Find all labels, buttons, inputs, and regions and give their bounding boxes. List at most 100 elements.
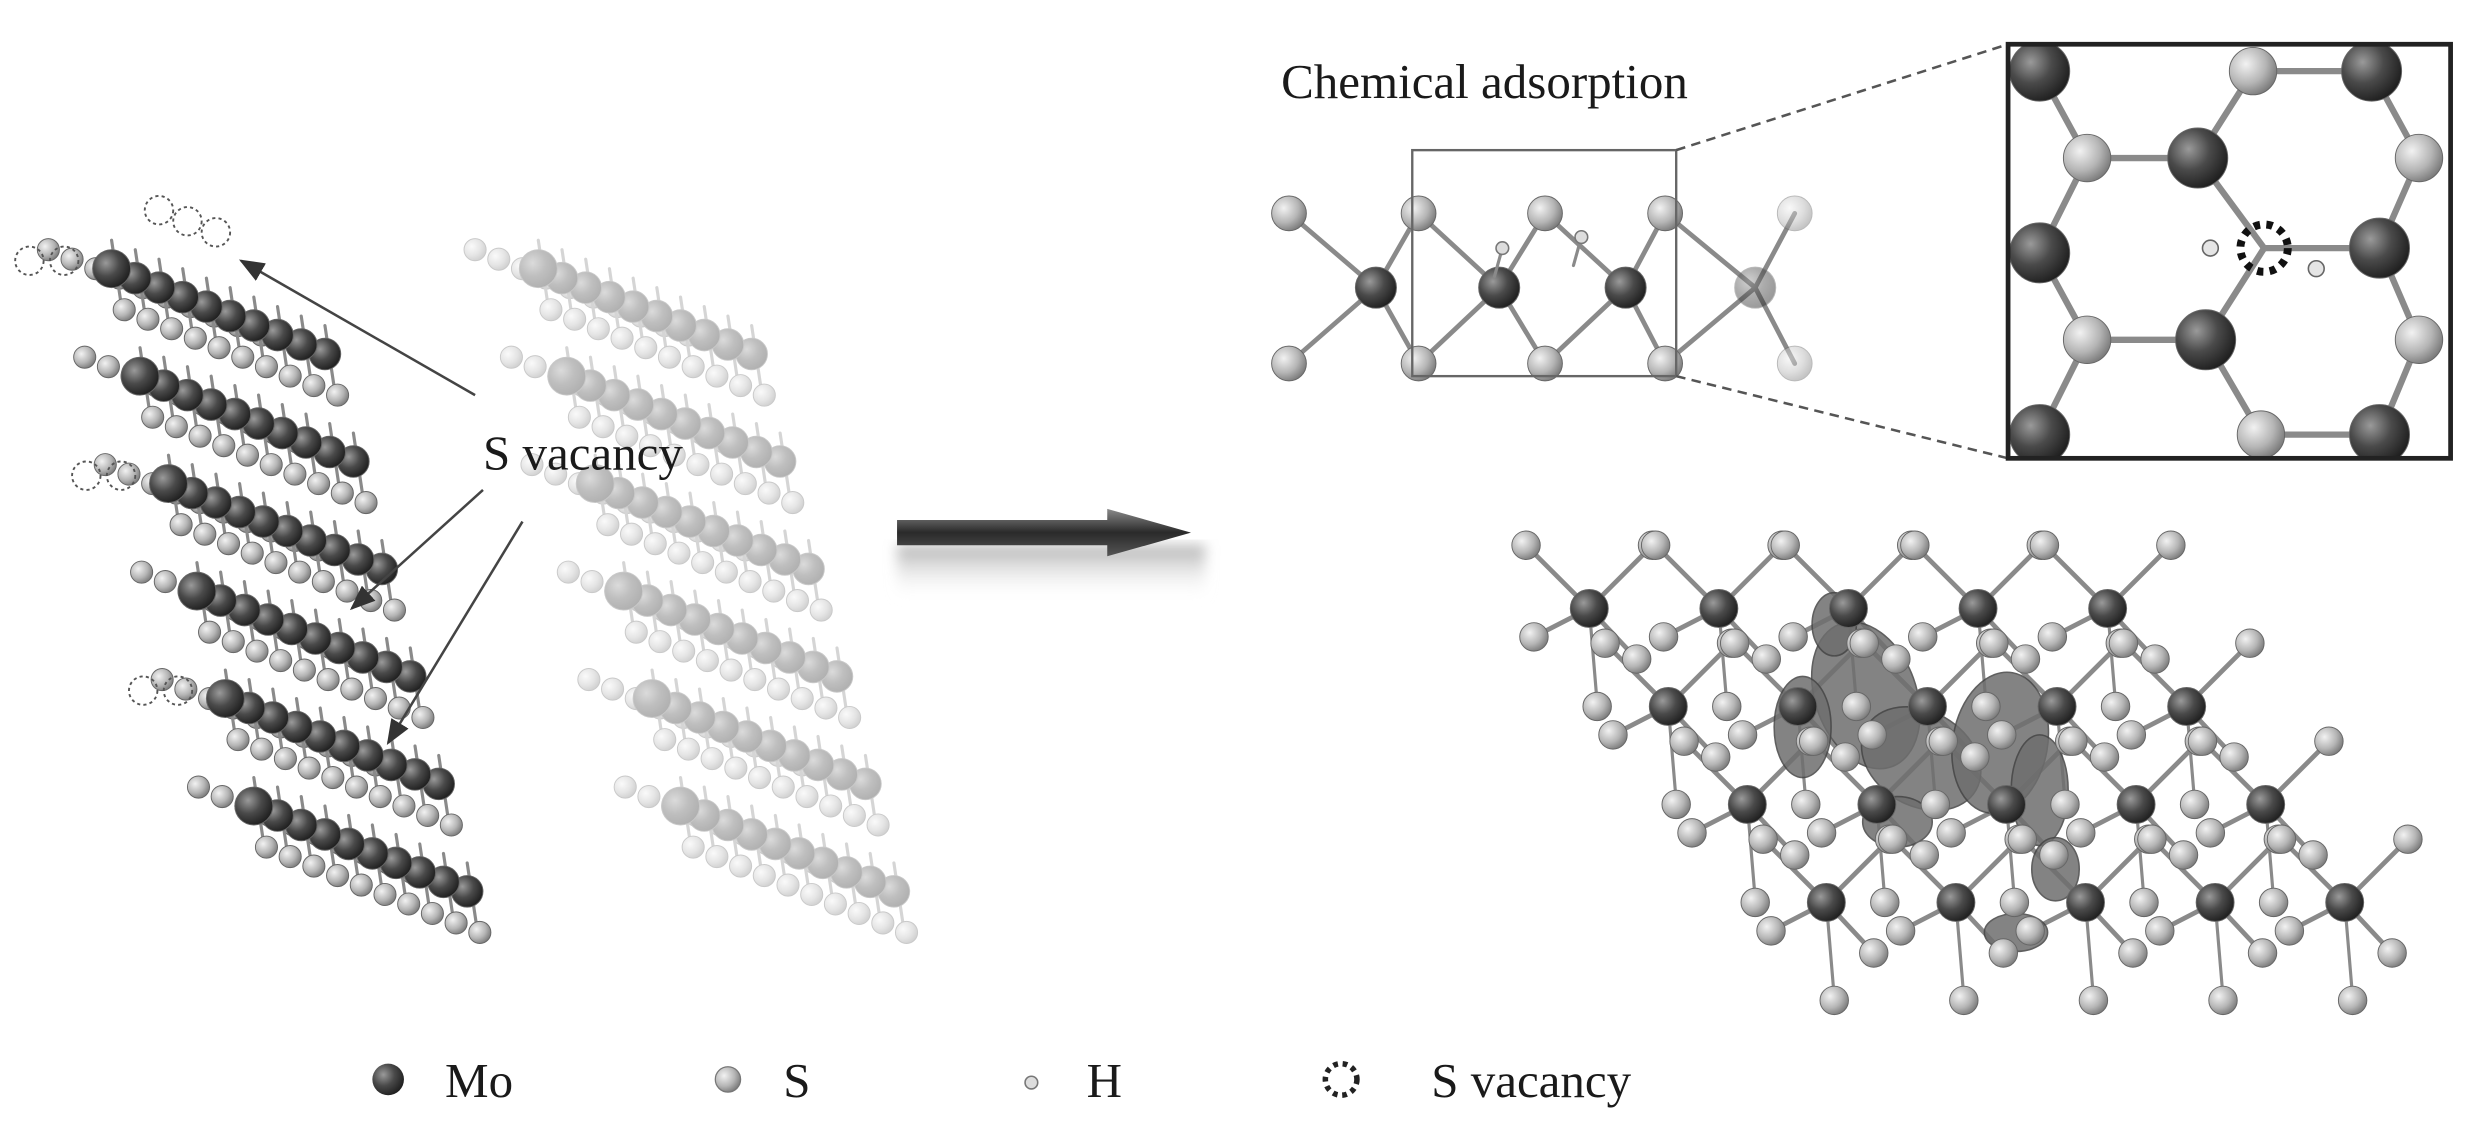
h-atom (1495, 241, 1510, 256)
s-atom (657, 345, 682, 369)
s-atom (1598, 720, 1628, 750)
mo-atom (2066, 882, 2105, 922)
s-atom (2156, 530, 2186, 560)
s-atom (73, 345, 97, 369)
s-atom (809, 598, 833, 622)
s-atom (762, 579, 786, 603)
s-atom (766, 677, 791, 701)
s-atom (676, 737, 700, 761)
s-atom (1621, 644, 1652, 674)
s-atom (691, 551, 715, 575)
s-atom (130, 560, 154, 584)
s-atom (112, 298, 136, 322)
s-atom (714, 560, 738, 584)
s-atom (2298, 840, 2328, 870)
s-atom (1776, 195, 1813, 232)
s-atom (643, 532, 667, 556)
pointer-arrow (238, 259, 476, 397)
s-atom (1857, 720, 1887, 750)
s-vacancy-site (14, 245, 45, 276)
mo-atom (92, 249, 132, 289)
s-atom (382, 598, 407, 622)
mo-atom-icon (372, 1063, 404, 1096)
s-vacancy-callout: S vacancy (483, 425, 683, 480)
s-atom (250, 737, 274, 761)
s-atom (1527, 345, 1563, 382)
s-atom (420, 901, 444, 926)
s-atom (748, 766, 772, 790)
s-atom (349, 873, 373, 897)
s-atom (439, 813, 463, 837)
s-atom (638, 434, 663, 458)
s-atom (1756, 916, 1786, 946)
s-atom (354, 491, 378, 515)
mo-atom (177, 571, 217, 611)
s-atom (648, 630, 672, 654)
s-atom (563, 307, 587, 331)
s-atom (1870, 887, 1900, 918)
s-atom (326, 383, 350, 407)
s-atom (1661, 789, 1691, 820)
s-atom (2039, 840, 2069, 870)
s-atom (613, 775, 637, 799)
s-atom (1987, 720, 2017, 750)
s-atom (264, 551, 288, 575)
s-atom (1988, 938, 2019, 968)
s-atom (302, 854, 326, 878)
s-atom (368, 784, 392, 809)
s-atom (556, 560, 580, 584)
s-atom (117, 462, 141, 486)
charge-density-structure (1511, 530, 2423, 1016)
s-atom (210, 784, 234, 809)
mo-atom (2195, 882, 2235, 922)
s-atom (321, 766, 345, 790)
mo-atom (1958, 589, 1998, 628)
s-atom (169, 513, 193, 537)
s-atom (871, 911, 895, 935)
mo-atom (1857, 784, 1897, 824)
s-atom (411, 705, 435, 730)
h-atom (2307, 259, 2325, 278)
s-atom (814, 696, 838, 720)
s-vacancy-site (162, 675, 194, 706)
mo-atom (1569, 589, 1609, 628)
s-atom (2314, 726, 2344, 756)
s-atom (1647, 195, 1683, 232)
s-atom (326, 864, 350, 888)
s-atom (2007, 824, 2038, 854)
mo-atom (1604, 266, 1647, 309)
mo-atom (2037, 687, 2077, 726)
s-atom (160, 317, 184, 341)
legend: Mo S H S vacancy (372, 1053, 1632, 1108)
s-atom (1791, 789, 1821, 820)
s-atom (207, 336, 231, 360)
s-atom (580, 570, 604, 594)
s-atom (2258, 887, 2289, 918)
s-atom (2100, 691, 2131, 722)
s-atom (2219, 742, 2249, 772)
s-atom (667, 541, 691, 565)
s-atom (141, 405, 165, 429)
s-atom (842, 803, 866, 828)
s-atom (1719, 628, 1750, 658)
s-atom (785, 589, 810, 613)
s-atom (2145, 916, 2175, 946)
mo-atom (205, 679, 245, 718)
s-atom (1748, 824, 1778, 854)
inset-lattice (2009, 44, 2444, 459)
s-atom (292, 658, 316, 682)
mo-atom (2325, 882, 2365, 922)
s-atom (681, 835, 705, 859)
mo-atom (575, 464, 615, 504)
s-atom (1960, 742, 1990, 772)
mo-atom (547, 356, 587, 396)
s-atom (719, 658, 743, 682)
mo-atom (1908, 687, 1947, 726)
mo-atom (1778, 687, 1818, 726)
s-vacancy-site (172, 206, 203, 237)
s-atom (2208, 985, 2238, 1016)
mo-atom (1987, 784, 2026, 824)
s-atom (2179, 789, 2210, 820)
s-atom (634, 336, 658, 360)
s-atom (2029, 530, 2060, 560)
